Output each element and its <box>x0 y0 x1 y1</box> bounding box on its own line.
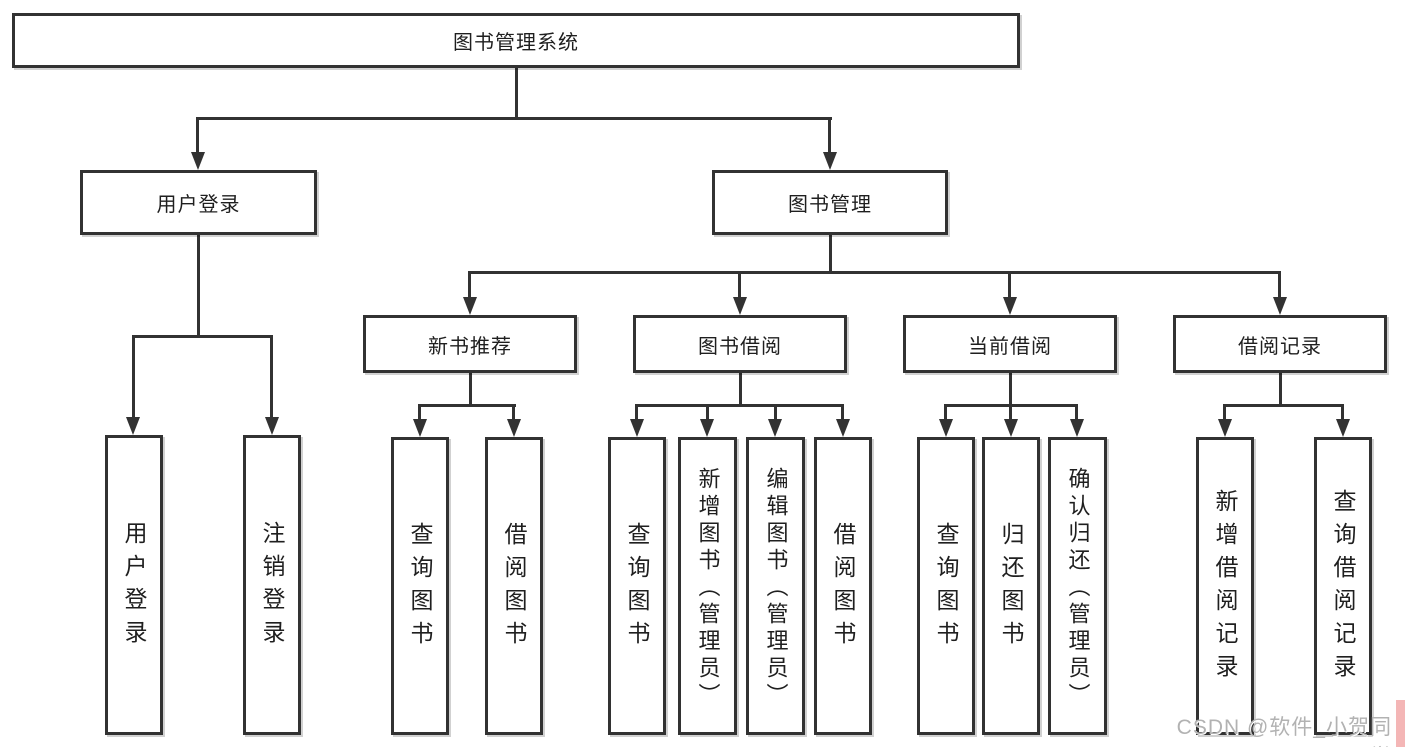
connector-line <box>706 404 709 421</box>
connector-arrowhead <box>630 419 644 437</box>
connector-arrowhead <box>413 419 427 437</box>
connector-line <box>1279 373 1282 407</box>
connector-line <box>1278 271 1281 299</box>
connector-arrowhead <box>1070 419 1084 437</box>
node-nb-query: 查询图书 <box>391 437 449 735</box>
node-new-book-rec: 新书推荐 <box>363 315 577 373</box>
connector-arrowhead <box>1218 419 1232 437</box>
connector-line <box>841 404 844 421</box>
connector-line <box>1341 404 1344 421</box>
connector-line <box>512 404 515 421</box>
connector-arrowhead <box>1003 297 1017 315</box>
connector-line <box>738 271 741 299</box>
node-nb-borrow: 借阅图书 <box>485 437 543 735</box>
node-bb-borrow: 借阅图书 <box>814 437 872 735</box>
connector-line <box>132 335 135 420</box>
connector-arrowhead <box>733 297 747 315</box>
connector-line <box>1009 373 1012 407</box>
connector-line <box>1008 271 1011 299</box>
node-user-login: 用户登录 <box>105 435 163 735</box>
connector-line <box>774 404 777 421</box>
connector-line <box>1009 404 1012 421</box>
connector-arrowhead <box>836 419 850 437</box>
connector-line <box>515 68 518 118</box>
connector-line <box>829 235 832 274</box>
connector-arrowhead <box>126 417 140 435</box>
connector-line <box>944 404 947 421</box>
connector-line <box>132 335 273 338</box>
csdn-watermark: CSDN @软件_小贺同学 <box>1176 716 1392 747</box>
connector-line <box>635 404 638 421</box>
connector-line <box>197 235 200 338</box>
connector-line <box>418 404 516 407</box>
node-book-borrow: 图书借阅 <box>633 315 847 373</box>
node-cb-confirm: 确认归还（管理员） <box>1048 437 1107 735</box>
connector-arrowhead <box>1336 419 1350 437</box>
connector-arrowhead <box>1004 419 1018 437</box>
node-user-login-group: 用户登录 <box>80 170 317 235</box>
connector-line <box>196 117 199 155</box>
node-current-borrow: 当前借阅 <box>903 315 1117 373</box>
node-br-query: 查询借阅记录 <box>1314 437 1372 735</box>
connector-arrowhead <box>191 152 205 170</box>
node-bb-query: 查询图书 <box>608 437 666 735</box>
connector-line <box>418 404 421 421</box>
connector-line <box>270 335 273 420</box>
connector-line <box>1223 404 1226 421</box>
connector-line <box>1223 404 1343 407</box>
connector-line <box>469 373 472 407</box>
node-bb-add: 新增图书（管理员） <box>678 437 737 735</box>
connector-arrowhead <box>939 419 953 437</box>
connector-arrowhead <box>507 419 521 437</box>
node-borrow-records: 借阅记录 <box>1173 315 1387 373</box>
connector-line <box>828 117 831 155</box>
connector-arrowhead <box>768 419 782 437</box>
node-cb-query: 查询图书 <box>917 437 975 735</box>
node-cb-return: 归还图书 <box>982 437 1040 735</box>
connector-line <box>196 117 832 120</box>
node-bb-edit: 编辑图书（管理员） <box>746 437 805 735</box>
node-br-add: 新增借阅记录 <box>1196 437 1254 735</box>
connector-line <box>1075 404 1078 421</box>
connector-arrowhead <box>265 417 279 435</box>
watermark-accent-strip <box>1396 700 1405 747</box>
node-logout: 注销登录 <box>243 435 301 735</box>
connector-arrowhead <box>823 152 837 170</box>
connector-arrowhead <box>1273 297 1287 315</box>
connector-arrowhead <box>463 297 477 315</box>
connector-line <box>635 404 844 407</box>
connector-line <box>468 271 1281 274</box>
connector-line <box>468 271 471 299</box>
node-book-mgmt: 图书管理 <box>712 170 948 235</box>
connector-line <box>739 373 742 407</box>
connector-arrowhead <box>700 419 714 437</box>
node-root: 图书管理系统 <box>12 13 1020 68</box>
